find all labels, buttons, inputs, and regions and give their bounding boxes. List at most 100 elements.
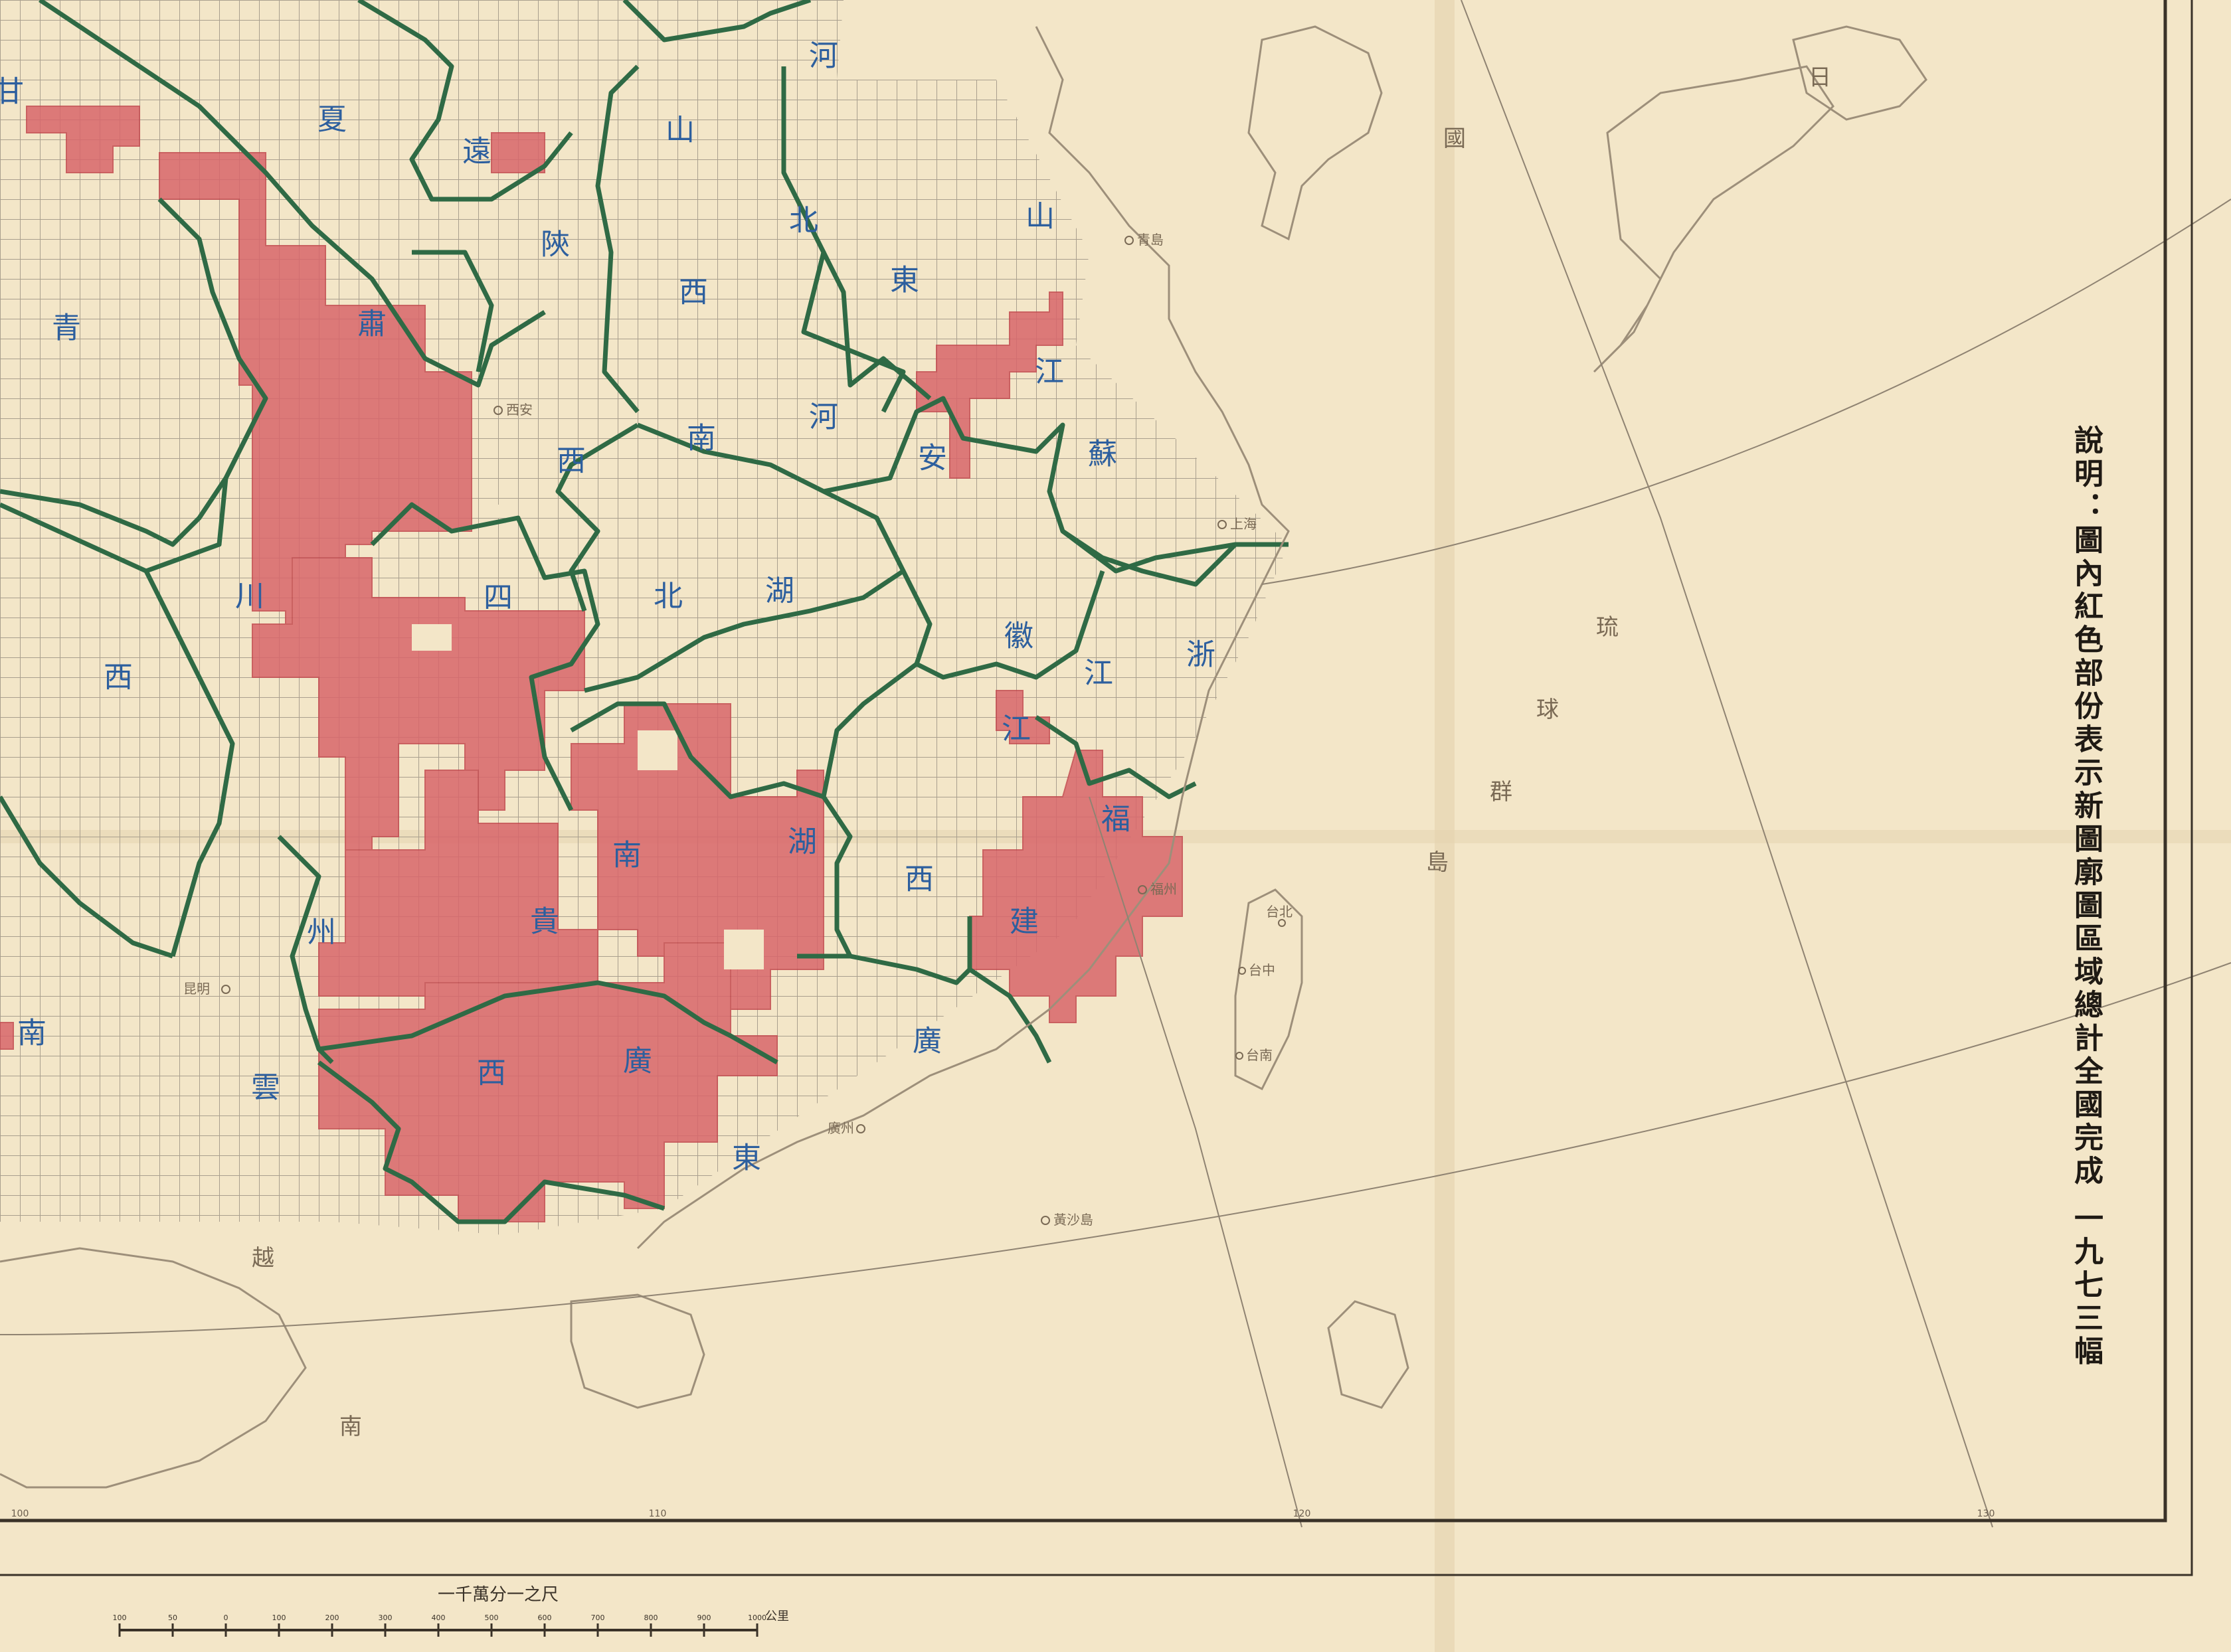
place-label-qingdao: 青島 [1137, 232, 1164, 248]
coastlines [0, 25, 1927, 1489]
sea-label-nan: 南 [339, 1414, 362, 1440]
uncompleted-holes [412, 505, 764, 969]
province-label-xi3: 西 [104, 661, 133, 695]
province-label-jian: 建 [1010, 905, 1039, 939]
sea-label-liu: 琉 [1596, 614, 1619, 641]
scale-number: 900 [697, 1613, 711, 1622]
sea-label-ri: 日 [1809, 64, 1831, 91]
place-label-guangzhou: 廣州 [828, 1120, 854, 1136]
province-label-xi4: 西 [905, 863, 934, 896]
province-label-xi1: 西 [679, 276, 708, 309]
graticule [0, 0, 2231, 1528]
province-label-xi5: 西 [477, 1056, 506, 1090]
province-label-zhou: 州 [307, 916, 336, 950]
place-label-fuzhou: 福州 [1150, 881, 1177, 897]
province-label-shaan: 陝 [541, 228, 570, 262]
region-jiangxi-small [996, 690, 1050, 744]
scale-number: 200 [325, 1613, 339, 1622]
region-gansu-main [159, 152, 472, 638]
sea-label-dao: 島 [1426, 849, 1449, 876]
place-label-kunming: 昆明 [183, 981, 210, 997]
degree-labels: 100 110 120 130 [11, 1509, 1995, 1519]
scale-number: 1000 [748, 1613, 766, 1622]
province-label-guang2: 廣 [913, 1025, 942, 1058]
sea-label-qun: 群 [1490, 779, 1512, 805]
sea-label-qiu: 球 [1536, 697, 1559, 723]
province-label-nan2: 南 [612, 839, 642, 872]
province-label-dong1: 東 [890, 264, 919, 297]
province-label-chuan: 川 [235, 580, 264, 614]
province-label-qing: 青 [52, 311, 81, 345]
place-label-tainan: 台南 [1246, 1047, 1273, 1063]
province-label-su1: 肅 [357, 307, 387, 341]
province-label-an: 安 [918, 442, 947, 475]
sea-labels: 越 南 群 島 琉 球 國 日 [252, 64, 1831, 1440]
province-label-yun: 雲 [251, 1071, 280, 1105]
province-label-jiang1: 江 [1035, 355, 1064, 389]
scale-number: 100 [113, 1613, 127, 1622]
province-label-bei1: 北 [789, 204, 818, 238]
scale-number: 800 [644, 1613, 658, 1622]
province-label-bei2: 北 [654, 580, 683, 614]
province-label-nan3: 南 [17, 1017, 46, 1050]
scale-number: 700 [591, 1613, 605, 1622]
region-sichuan [252, 557, 585, 890]
scale-number: 100 [272, 1613, 286, 1622]
degree-label-110: 110 [649, 1509, 667, 1519]
province-label-si: 四 [484, 581, 513, 615]
province-label-shan2: 山 [1026, 200, 1055, 234]
province-labels: 甘 夏 遠 河 山 北 山 陝 西 東 青 肅 江 南 河 安 蘇 西 川 四 … [0, 39, 1215, 1175]
place-label-shanghai: 上海 [1230, 516, 1257, 532]
degree-label-100: 100 [11, 1509, 29, 1519]
scale-number: 300 [379, 1613, 393, 1622]
province-label-gan: 甘 [0, 75, 24, 109]
place-label-huangsha: 黃沙島 [1053, 1212, 1093, 1228]
place-labels: 青島 上海 西安 昆明 廣州 福州 台北 黃沙島 台中 台南 [183, 232, 1293, 1228]
region-fujian [969, 750, 1183, 1023]
province-label-hu1: 湖 [765, 574, 794, 608]
province-label-zhe: 浙 [1186, 638, 1215, 672]
province-label-fu: 福 [1101, 803, 1130, 837]
place-label-taizhong: 台中 [1249, 962, 1275, 978]
province-label-xi2: 西 [557, 444, 586, 478]
region-west-edge [0, 1022, 14, 1050]
province-label-gui: 貴 [530, 905, 559, 939]
province-label-he1: 河 [809, 39, 838, 73]
province-label-jiang3: 江 [1002, 712, 1031, 746]
province-label-he2: 河 [809, 400, 838, 434]
scale-number: 0 [224, 1613, 228, 1622]
scale-number: 50 [168, 1613, 177, 1622]
fold-shadow-vertical [1435, 0, 1455, 1652]
province-label-shan1: 山 [666, 114, 695, 147]
province-borders [0, 0, 1289, 1224]
province-label-dong2: 東 [732, 1141, 761, 1175]
scale-number: 500 [485, 1613, 499, 1622]
province-label-yuan: 遠 [462, 135, 491, 169]
province-label-jiang2: 江 [1084, 657, 1113, 691]
sea-label-yue: 越 [252, 1245, 274, 1272]
place-label-xian: 西安 [506, 402, 533, 418]
scale-title: 一千萬分一之尺 [438, 1585, 559, 1605]
province-label-hui: 徽 [1004, 620, 1033, 653]
map-frame [0, 0, 2193, 1576]
province-label-hu2: 湖 [788, 825, 817, 859]
scale-unit: 公里 [765, 1610, 789, 1623]
degree-label-120: 120 [1293, 1509, 1311, 1519]
place-label-taibei: 台北 [1266, 904, 1293, 920]
legend-note: 說明：圖內紅色部份表示新圖廓圖區域總計全國完成 一九七三幅 [2069, 425, 2103, 1369]
region-gansu-north [26, 106, 140, 173]
region-guangxi [318, 942, 778, 1222]
province-label-xia: 夏 [317, 103, 347, 137]
completed-regions [0, 106, 1183, 1222]
degree-label-130: 130 [1977, 1509, 1995, 1519]
province-label-nan1: 南 [687, 422, 716, 455]
scale-number: 400 [432, 1613, 446, 1622]
province-label-guang1: 廣 [623, 1044, 652, 1078]
scale-number: 600 [538, 1613, 552, 1622]
region-yuan [491, 132, 545, 173]
province-label-su2: 蘇 [1088, 438, 1117, 471]
sea-label-guo: 國 [1443, 125, 1466, 152]
